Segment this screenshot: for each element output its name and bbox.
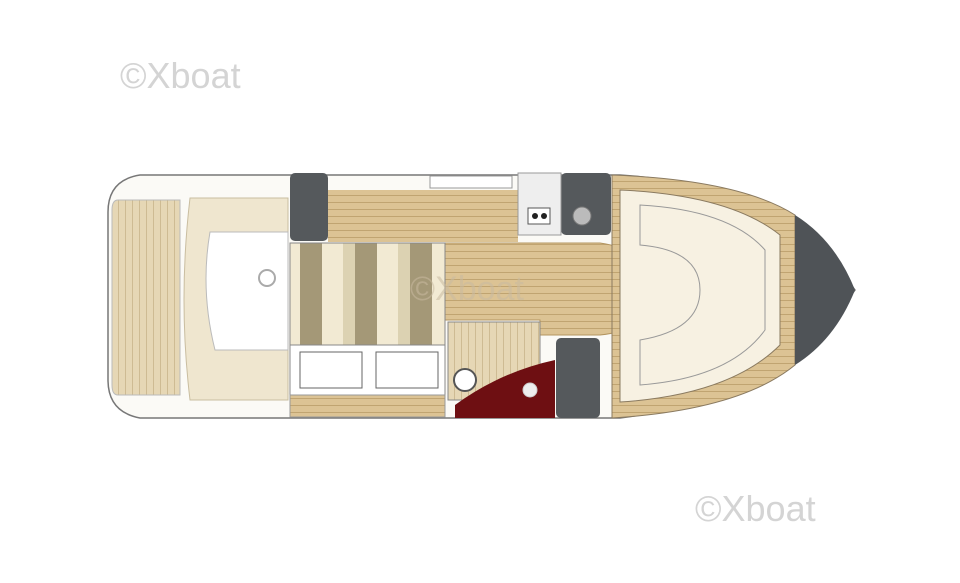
bow-cushion-inner (639, 204, 766, 386)
cockpit-table-icon (258, 269, 276, 287)
toilet-icon (453, 368, 477, 392)
watermark-top-left: ©Xboat (120, 55, 241, 96)
swim-platform (111, 199, 181, 396)
galley (517, 172, 562, 236)
seat-cushion-left (299, 351, 363, 389)
passage-floor (328, 190, 518, 242)
dinette-floor (289, 394, 446, 418)
bow-tip (795, 215, 855, 365)
watermark-center: ©Xboat (410, 270, 524, 308)
pillar-fwd-top (561, 173, 611, 235)
head-sink-icon (522, 382, 538, 398)
sink-icon (572, 206, 592, 226)
seat-cushion-right (375, 351, 439, 389)
pillar-aft (290, 173, 328, 241)
head-compartment (455, 360, 555, 418)
top-seat (429, 175, 513, 189)
stove-icon (527, 207, 551, 225)
cockpit-floor (205, 231, 289, 351)
aft-berth-striped (289, 242, 446, 346)
pillar-fwd-bottom (556, 338, 600, 418)
watermark-bottom-right: ©Xboat (695, 488, 816, 529)
